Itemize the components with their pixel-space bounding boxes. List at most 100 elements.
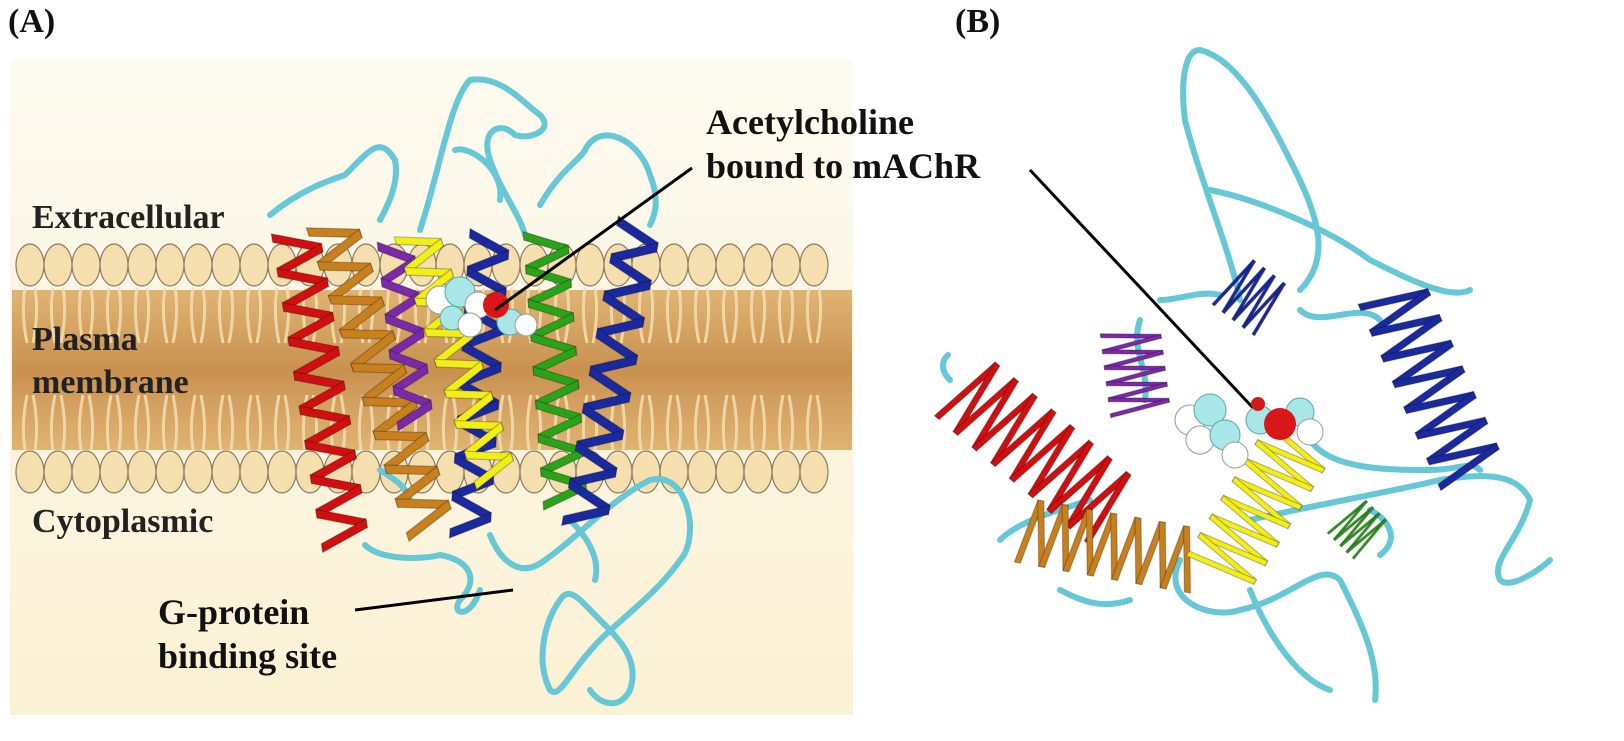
helix-segment bbox=[1159, 525, 1191, 590]
helix-segment bbox=[315, 508, 369, 529]
helix-segment bbox=[1107, 397, 1170, 403]
helix-segment bbox=[1085, 507, 1094, 577]
lipid-tail bbox=[217, 287, 235, 344]
helix-segment bbox=[392, 362, 429, 397]
helix-segment bbox=[1109, 397, 1170, 419]
lipid-tail bbox=[49, 287, 67, 344]
helix-segment bbox=[1064, 454, 1113, 530]
helix-segment bbox=[1064, 470, 1132, 530]
helix-segment bbox=[1099, 333, 1162, 339]
helix-segment bbox=[1414, 416, 1489, 440]
lipid-head bbox=[799, 450, 829, 494]
lipid-tail bbox=[721, 287, 739, 344]
helix-segment bbox=[1425, 416, 1489, 466]
helix-segment bbox=[1351, 518, 1387, 561]
helix-segment bbox=[316, 228, 363, 272]
helix-red-b bbox=[933, 361, 1132, 546]
helix-segment bbox=[1332, 499, 1369, 542]
lipid-head bbox=[155, 450, 185, 494]
helix-segment bbox=[360, 396, 419, 408]
lipid-tail bbox=[721, 394, 739, 451]
helix-segment bbox=[1231, 475, 1292, 530]
helix-segment bbox=[305, 227, 363, 239]
helix-segment bbox=[529, 311, 575, 343]
lipid-head bbox=[155, 243, 185, 287]
lipid-tail bbox=[161, 394, 179, 451]
lipid-head bbox=[43, 450, 73, 494]
lipid-head bbox=[71, 243, 101, 287]
lipid-head bbox=[715, 450, 745, 494]
panel-a: (A) Extracellular Plasma membrane Cytopl… bbox=[8, 3, 853, 715]
lipid-head bbox=[659, 243, 689, 287]
helix-segment bbox=[1037, 499, 1046, 569]
lipid-tail bbox=[49, 394, 67, 451]
helix-segment bbox=[574, 429, 625, 452]
helix-segment bbox=[1103, 365, 1166, 371]
helix-segment bbox=[1208, 513, 1269, 567]
helix-segment bbox=[1103, 349, 1164, 371]
helix-segment bbox=[1197, 531, 1258, 586]
lipid-tail bbox=[245, 287, 263, 344]
helix-blue-b-2 bbox=[1357, 287, 1500, 492]
lipid-tail bbox=[189, 394, 207, 451]
helix-segment bbox=[303, 414, 352, 451]
helix-segment bbox=[989, 408, 1057, 468]
acetylcholine-ligand-b bbox=[1174, 393, 1324, 469]
helix-segment bbox=[392, 385, 433, 410]
lipid-head bbox=[71, 450, 101, 494]
helix-segment bbox=[388, 349, 429, 374]
lipid-tail bbox=[665, 287, 683, 344]
helix-segment bbox=[1046, 439, 1095, 515]
helix-segment bbox=[298, 380, 346, 416]
helix-segment bbox=[276, 267, 330, 288]
lipid-tail bbox=[105, 287, 123, 344]
lipid-head bbox=[99, 243, 129, 287]
acetylcholine-label-line1: Acetylcholine bbox=[706, 102, 914, 142]
helix-segment bbox=[527, 278, 572, 309]
lipid-heads-upper bbox=[15, 243, 829, 287]
helix-segment bbox=[1425, 442, 1500, 466]
helix-segment bbox=[602, 279, 653, 302]
lipid-tail bbox=[805, 287, 823, 344]
helix-segment bbox=[1345, 518, 1388, 554]
helix-segment bbox=[1251, 281, 1287, 337]
helix-segment bbox=[1254, 438, 1315, 493]
lipid-tail bbox=[273, 394, 291, 451]
lipid-head bbox=[687, 450, 717, 494]
lipid-head bbox=[183, 243, 213, 287]
helix-segment bbox=[384, 313, 425, 338]
lipid-head bbox=[15, 243, 45, 287]
helix-segment bbox=[1158, 520, 1167, 590]
lipid-tail bbox=[777, 287, 795, 344]
helix-segment bbox=[532, 365, 580, 390]
helix-segment bbox=[1027, 423, 1076, 499]
lipid-head bbox=[211, 243, 241, 287]
lipid-tail bbox=[693, 287, 711, 344]
helix-segment bbox=[1402, 364, 1466, 415]
helix-segment bbox=[534, 399, 582, 424]
lipid-tail bbox=[133, 287, 151, 344]
helix-segment bbox=[537, 413, 582, 444]
helix-segment bbox=[1208, 513, 1281, 548]
helix-segment bbox=[461, 340, 502, 373]
helix-segment bbox=[303, 439, 357, 460]
helix-segment bbox=[327, 262, 374, 306]
helix-segment bbox=[1105, 381, 1168, 387]
lipid-head bbox=[687, 243, 717, 287]
helix-segment bbox=[281, 301, 335, 322]
gprotein-leader-line bbox=[354, 588, 514, 612]
lipid-head bbox=[15, 450, 45, 494]
helix-segment bbox=[281, 276, 330, 313]
helix-segment bbox=[1402, 390, 1478, 415]
lipid-head bbox=[771, 243, 801, 287]
helix-segment bbox=[451, 490, 492, 523]
helix-segment bbox=[338, 328, 397, 340]
panel-a-label: (A) bbox=[8, 3, 55, 40]
lipid-tail bbox=[637, 394, 655, 451]
helix-segment bbox=[388, 326, 425, 361]
lipid-tail bbox=[245, 394, 263, 451]
helix-segment bbox=[537, 433, 585, 458]
lipid-head bbox=[239, 243, 269, 287]
lipid-tail bbox=[665, 394, 683, 451]
lipid-tail bbox=[21, 394, 39, 451]
